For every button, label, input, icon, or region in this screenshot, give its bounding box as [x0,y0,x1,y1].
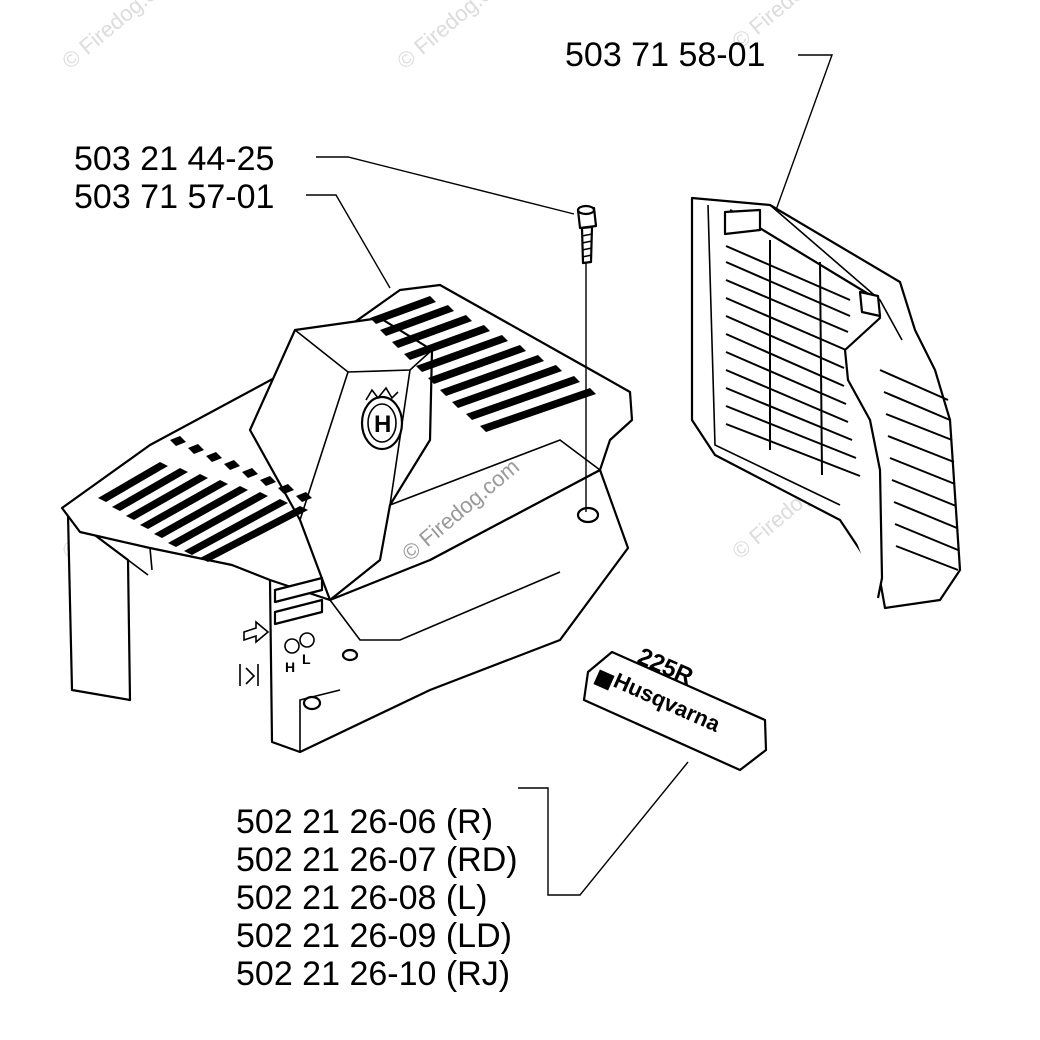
adjust-screw-h-icon [284,638,300,654]
side-slot-1 [273,576,324,604]
husqvarna-logo-icon: H [360,386,404,451]
logo-letter: H [374,411,391,438]
grille-slats [725,240,861,477]
label-decal-part-r: 502 21 26-06 (R) [236,803,493,841]
arrow-icon [243,620,270,644]
marking-h: H [285,659,295,675]
leader-grille [775,54,833,211]
leader-screw [316,156,575,215]
label-decal-part-l: 502 21 26-08 (L) [236,879,487,917]
leader-cover [306,194,391,289]
leader-lines [306,54,833,896]
label-decal-part-rd: 502 21 26-07 (RD) [236,841,518,879]
leader-decal [518,761,689,896]
adjust-screw-l-icon [299,632,315,648]
label-grille-part: 503 71 58-01 [565,36,765,74]
label-decal-part-rj: 502 21 26-10 (RJ) [236,955,510,993]
label-cover-part: 503 71 57-01 [74,178,274,216]
watermark-top-center: © Firedog.com [392,0,519,74]
vent-slots-left [98,436,312,562]
screw-part [576,204,598,512]
choke-icon [239,664,259,686]
air-grille [690,196,962,610]
model-decal: 225R Husqvarna [582,643,768,772]
grille-side-slats [879,369,959,571]
vent-slots-top [370,296,596,432]
label-decal-part-ld: 502 21 26-09 (LD) [236,917,512,955]
cylinder-cover: H [60,283,634,754]
watermark-top-left: © Firedog.com [57,0,184,74]
marking-l: L [302,651,311,667]
decal-logo-icon [593,669,615,691]
side-slot-2 [273,598,324,626]
label-screw-part: 503 21 44-25 [74,140,274,178]
